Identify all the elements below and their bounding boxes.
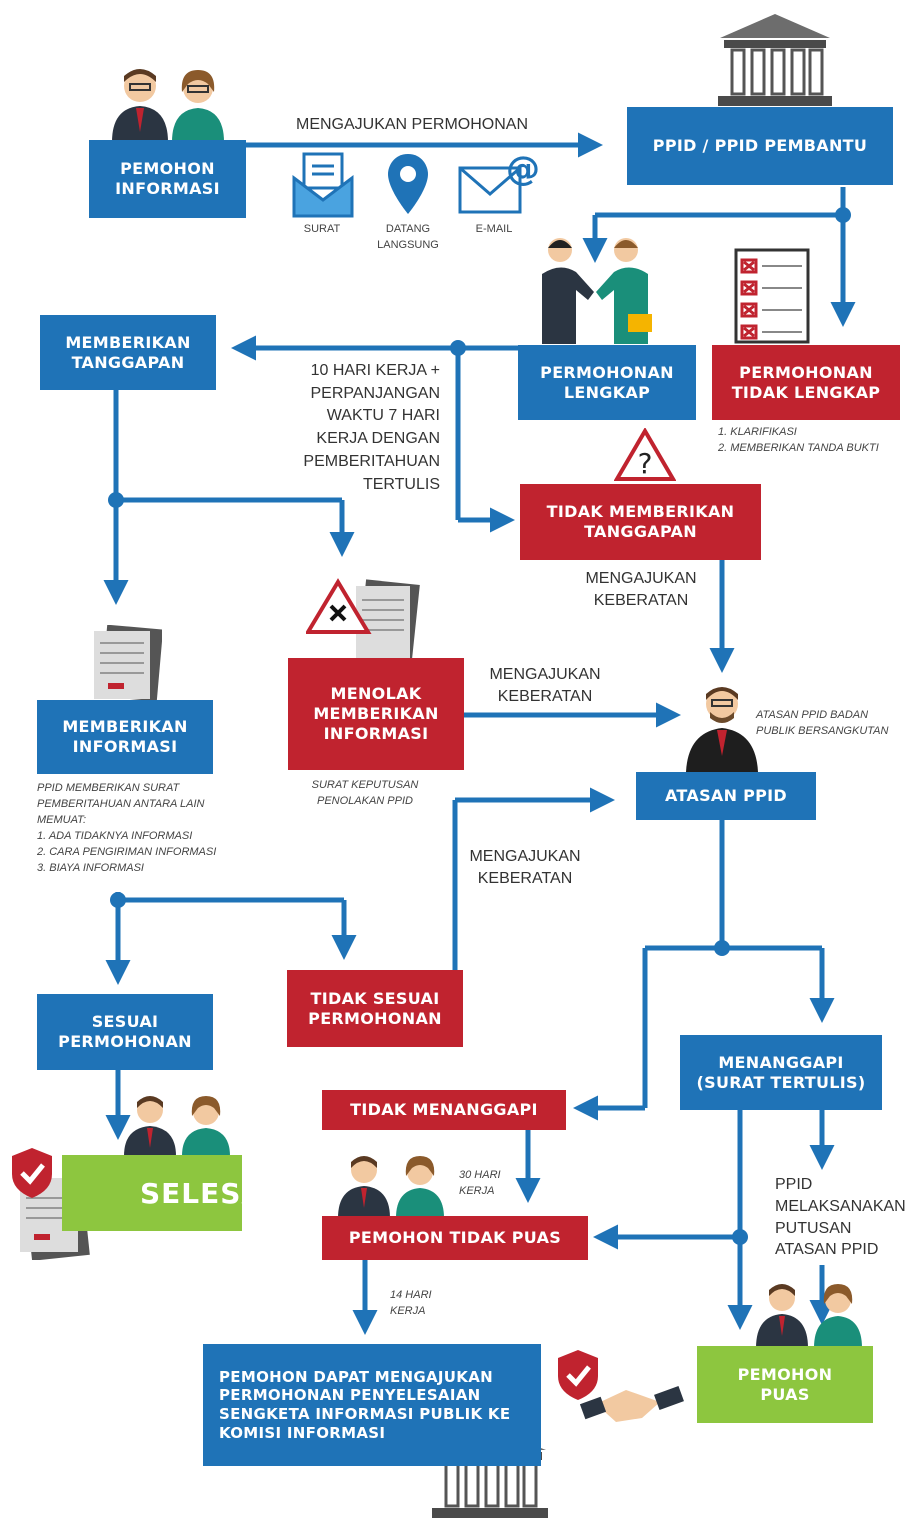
box-tidak-menanggapi: TIDAK MENANGGAPI [322, 1090, 566, 1130]
box-permohonan-lengkap: PERMOHONAN LENGKAP [518, 345, 696, 420]
label-empat-belas-hari: 14 HARI KERJA [390, 1289, 432, 1317]
box-tidak-memberikan-tanggapan: TIDAK MEMBERIKAN TANGGAPAN [520, 484, 761, 560]
checklist-icon [734, 248, 810, 344]
box-menolak-memberikan-informasi: MENOLAK MEMBERIKAN INFORMASI [288, 658, 464, 770]
box-selesai: SELESAI [62, 1155, 275, 1231]
label-klarifikasi: 1. KLARIFIKASI 2. MEMBERIKAN TANDA BUKTI [718, 426, 879, 454]
person-icon [686, 687, 758, 772]
label-mengajukan-permohonan: MENGAJUKAN PERMOHONAN [295, 116, 529, 133]
warning-x-icon [306, 578, 420, 660]
box-komisi-informasi: PEMOHON DAPAT MENGAJUKAN PERMOHONAN PENY… [203, 1344, 541, 1466]
box-pemohon-tidak-puas: PEMOHON TIDAK PUAS [322, 1216, 588, 1260]
label-tiga-puluh-hari: 30 HARI KERJA [459, 1169, 501, 1197]
box-ppid: PPID / PPID PEMBANTU [627, 107, 893, 185]
label-datang-langsung: DATANG LANGSUNG [377, 223, 439, 251]
svg-text:@: @ [506, 150, 540, 189]
warning-question-icon: ? [614, 428, 676, 481]
people-icon [124, 1096, 230, 1156]
document-icon [94, 625, 162, 701]
label-keberatan-1: MENGAJUKAN KEBERATAN [585, 570, 697, 610]
handshake-icon [558, 1350, 684, 1422]
box-pemohon-informasi: PEMOHON INFORMASI [89, 140, 246, 218]
label-surat: SURAT [303, 223, 341, 235]
location-pin-icon [388, 154, 428, 214]
box-sesuai-permohonan: SESUAI PERMOHONAN [37, 994, 213, 1070]
label-email: E-MAIL [475, 223, 513, 235]
box-memberikan-informasi: MEMBERIKAN INFORMASI [37, 700, 213, 774]
email-icon: @ [458, 150, 540, 214]
people-icon [756, 1284, 862, 1348]
label-surat-keputusan: SURAT KEPUTUSAN PENOLAKAN PPID [311, 779, 419, 807]
shield-check-icon [12, 1148, 90, 1260]
handshake-icon [542, 238, 652, 344]
box-menanggapi: MENANGGAPI (SURAT TERTULIS) [680, 1035, 882, 1110]
label-ppid-memberikan-surat: PPID MEMBERIKAN SURAT PEMBERITAHUAN ANTA… [37, 782, 217, 874]
label-atasan-badan-publik: ATASAN PPID BADAN PUBLIK BERSANGKUTAN [756, 709, 889, 737]
envelope-icon [292, 152, 354, 218]
people-icon [338, 1156, 444, 1218]
label-sepuluh-hari-kerja: 10 HARI KERJA + PERPANJANGAN WAKTU 7 HAR… [303, 362, 440, 493]
building-icon [718, 14, 832, 106]
box-memberikan-tanggapan: MEMBERIKAN TANGGAPAN [40, 315, 216, 390]
label-ppid-melaksanakan: PPID MELAKSANAKAN PUTUSAN ATASAN PPID [775, 1176, 906, 1259]
svg-text:?: ? [638, 447, 653, 480]
people-icon [112, 69, 224, 142]
box-atasan-ppid: ATASAN PPID [636, 772, 816, 820]
label-keberatan-2: MENGAJUKAN KEBERATAN [489, 666, 601, 706]
box-tidak-sesuai-permohonan: TIDAK SESUAI PERMOHONAN [287, 970, 463, 1047]
box-permohonan-tidak-lengkap: PERMOHONAN TIDAK LENGKAP [712, 345, 900, 420]
label-keberatan-3: MENGAJUKAN KEBERATAN [469, 848, 581, 888]
box-pemohon-puas: PEMOHON PUAS [697, 1346, 873, 1423]
